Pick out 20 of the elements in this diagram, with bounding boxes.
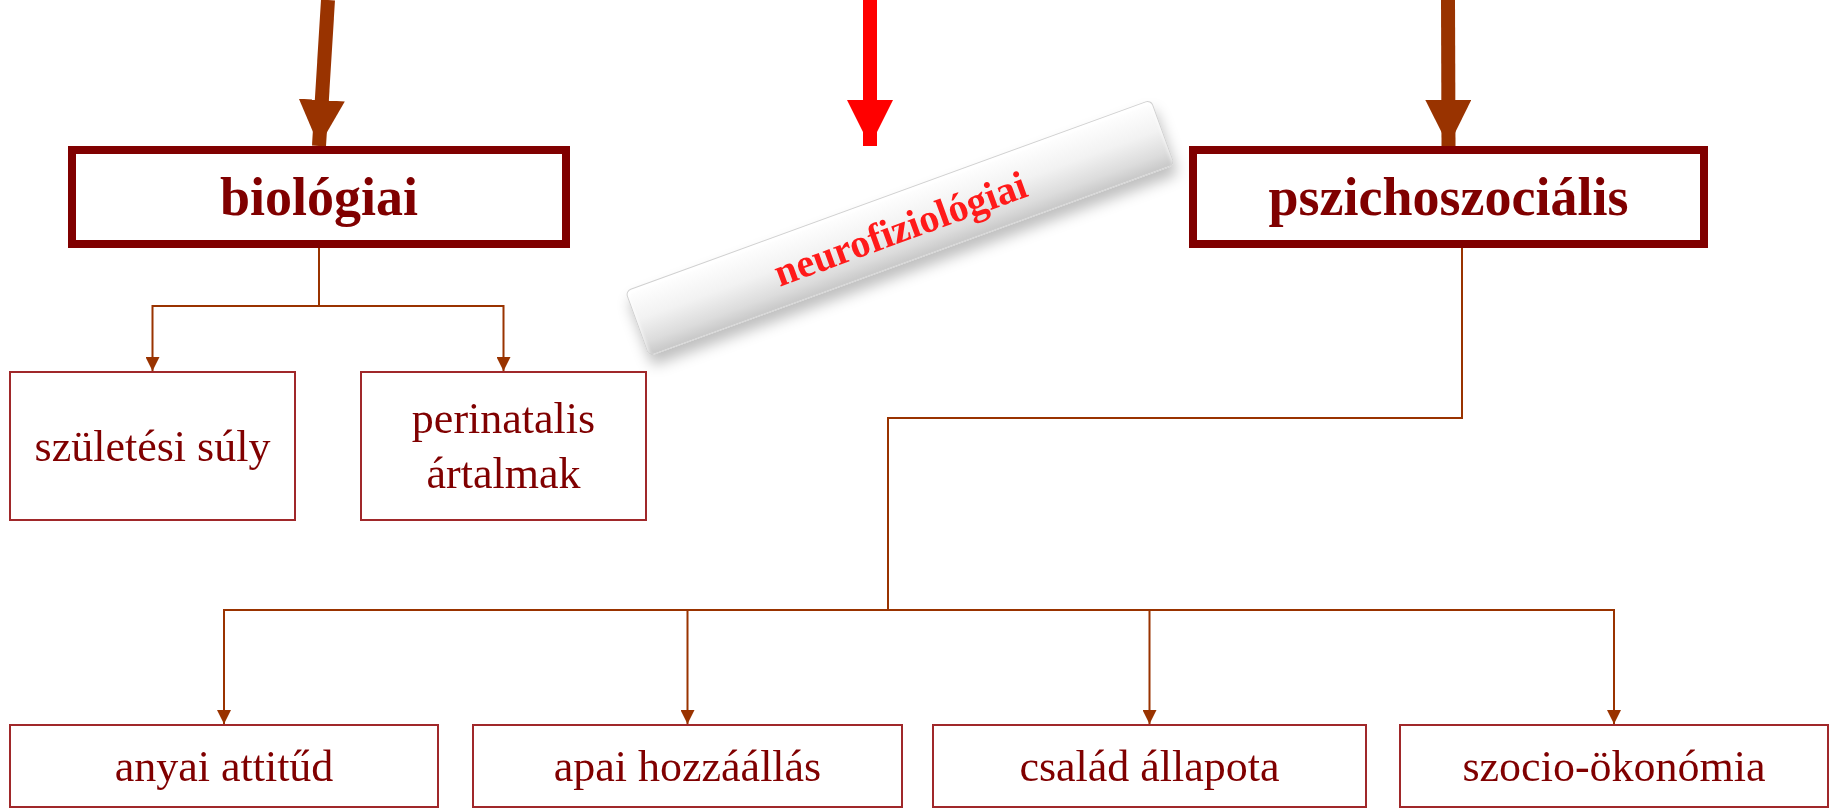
factor-box	[9, 724, 439, 808]
arrow	[318, 247, 511, 372]
box-label: család állapota	[1019, 740, 1280, 793]
arrow	[847, 0, 893, 146]
arrow	[298, 0, 345, 147]
factor-box	[9, 371, 296, 521]
box-label: perinatalis ártalmak	[410, 393, 597, 500]
box-label: pszichoszociális	[1268, 166, 1629, 228]
box-label: biológiai	[219, 166, 418, 228]
factor-box	[360, 371, 647, 521]
arrow	[1425, 0, 1472, 147]
factor-box	[932, 724, 1367, 808]
category-box	[1189, 146, 1708, 248]
box-label: anyai attitűd	[114, 740, 334, 793]
factor-box	[472, 724, 903, 808]
box-label: apai hozzáállás	[553, 740, 822, 793]
factor-box	[1399, 724, 1829, 808]
box-label: szocio-ökonómia	[1462, 740, 1766, 793]
box-label: születési súly	[34, 420, 271, 473]
category-box	[68, 146, 570, 248]
